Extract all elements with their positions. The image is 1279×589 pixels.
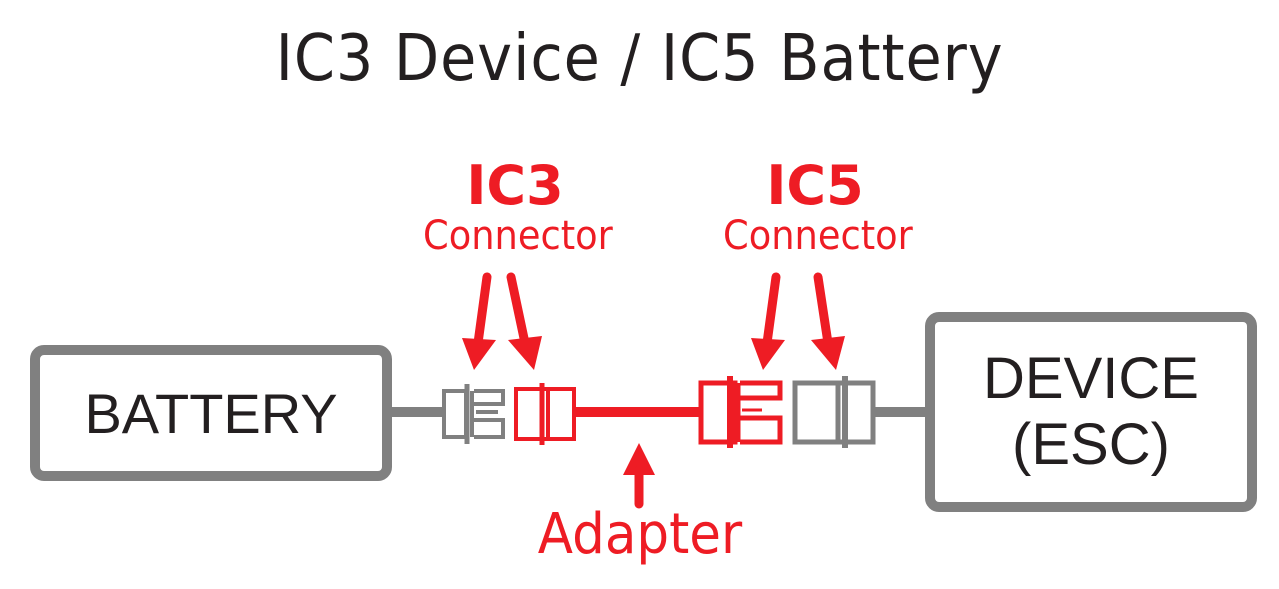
device-label-line1: DEVICE [983,346,1199,411]
ic3-arrow-left [462,272,496,370]
ic5-arrow-left [751,272,785,370]
ic3-label: IC3 Connector [415,154,615,259]
battery-label: BATTERY [84,381,338,445]
ic5-arrow-right [811,272,845,370]
adapter-ic3-connector [514,383,576,445]
device-ic5-connector [792,376,876,448]
device-box: DEVICE (ESC) [925,312,1257,512]
ic5-label: IC5 Connector [715,154,915,259]
ic3-arrow-right [506,272,542,370]
battery-box: BATTERY [30,345,392,481]
ic5-name: IC5 [766,154,864,217]
adapter-ic5-connector [698,376,783,448]
ic5-sub: Connector [723,213,913,259]
diagram-title: IC3 Device / IC5 Battery [275,22,1004,96]
adapter-arrow [623,443,655,509]
adapter-label: Adapter [537,502,743,567]
device-label-line2: (ESC) [1012,412,1170,477]
ic3-name: IC3 [466,154,564,217]
battery-ic3-connector [442,384,505,444]
ic3-sub: Connector [423,213,613,259]
